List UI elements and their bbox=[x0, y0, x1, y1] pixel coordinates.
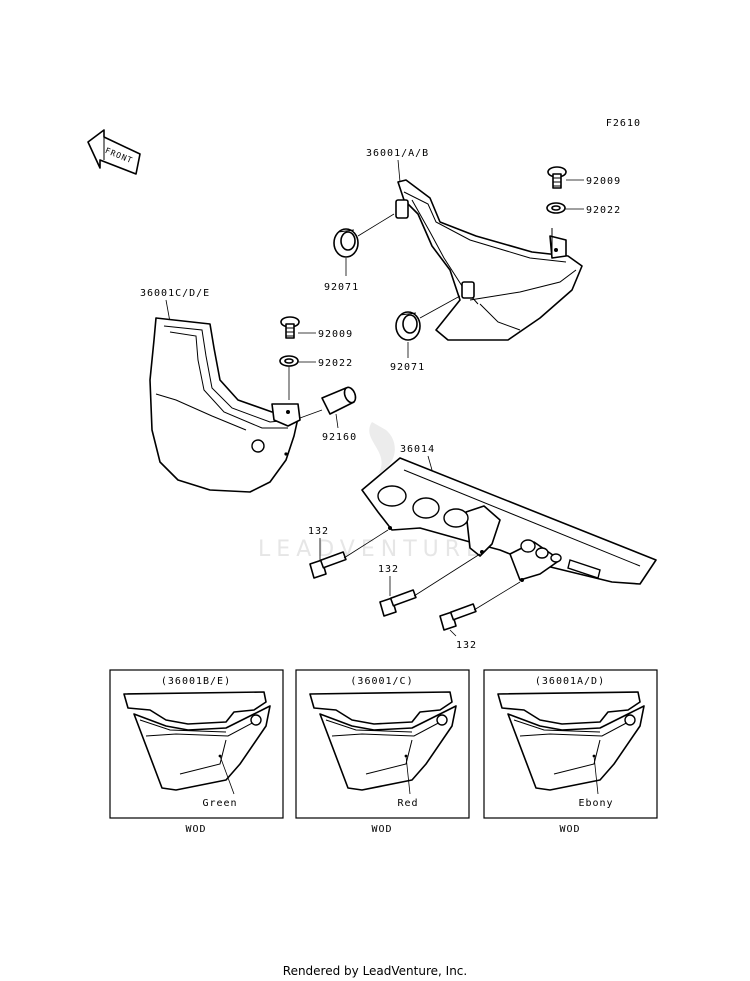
part-label-92071-upper: 92071 bbox=[324, 282, 359, 293]
part-label-36001c-d-e: 36001C/D/E bbox=[140, 288, 210, 299]
bolt-92009-left-icon bbox=[280, 316, 300, 339]
variant-3-note: WOD bbox=[559, 824, 580, 835]
side-cover-right bbox=[395, 179, 583, 341]
watermark: LEADVENTURE bbox=[258, 422, 486, 562]
part-label-36014: 36014 bbox=[400, 444, 435, 455]
variant-3-code: (36001A/D) bbox=[535, 676, 605, 687]
variant-2-code: (36001/C) bbox=[350, 676, 413, 687]
part-label-92022-left: 92022 bbox=[318, 358, 353, 369]
grommet-92071-lower-icon bbox=[395, 311, 421, 341]
part-label-132-c: 132 bbox=[456, 640, 477, 651]
variant-2-note: WOD bbox=[371, 824, 392, 835]
collar-92160-icon bbox=[321, 386, 357, 415]
variant-1-code: (36001B/E) bbox=[161, 676, 231, 687]
part-label-36001-a-b: 36001/A/B bbox=[366, 148, 429, 159]
variant-1-color: Green bbox=[202, 798, 237, 809]
figure-code: F2610 bbox=[606, 118, 641, 129]
variant-box-1: (36001B/E) Green WOD bbox=[109, 669, 284, 835]
svg-text:LEADVENTURE: LEADVENTURE bbox=[258, 537, 486, 562]
variant-box-2: (36001/C) Red WOD bbox=[295, 669, 470, 835]
washer-92022-left-icon bbox=[279, 355, 299, 367]
variant-1-note: WOD bbox=[185, 824, 206, 835]
footer-credit: Rendered by LeadVenture, Inc. bbox=[282, 964, 468, 978]
part-label-92160: 92160 bbox=[322, 432, 357, 443]
bolt-132-c-icon bbox=[439, 603, 477, 631]
bolt-132-a-icon bbox=[309, 551, 347, 579]
variant-box-3: (36001A/D) Ebony WOD bbox=[483, 669, 658, 835]
bolt-92009-top-icon bbox=[547, 166, 567, 189]
variant-2-color: Red bbox=[397, 798, 418, 809]
part-label-92009-left: 92009 bbox=[318, 329, 353, 340]
part-label-92009-top: 92009 bbox=[586, 176, 621, 187]
grommet-92071-upper-icon bbox=[333, 228, 359, 258]
bolt-132-b-icon bbox=[379, 589, 417, 617]
part-label-132-a: 132 bbox=[308, 526, 329, 537]
part-label-92071-lower: 92071 bbox=[390, 362, 425, 373]
chain-cover bbox=[361, 457, 657, 585]
washer-92022-top-icon bbox=[546, 202, 566, 214]
side-cover-left bbox=[149, 317, 301, 493]
variant-3-color: Ebony bbox=[578, 798, 613, 809]
part-label-132-b: 132 bbox=[378, 564, 399, 575]
front-arrow-icon: FRONT bbox=[87, 129, 141, 175]
part-label-92022-top: 92022 bbox=[586, 205, 621, 216]
